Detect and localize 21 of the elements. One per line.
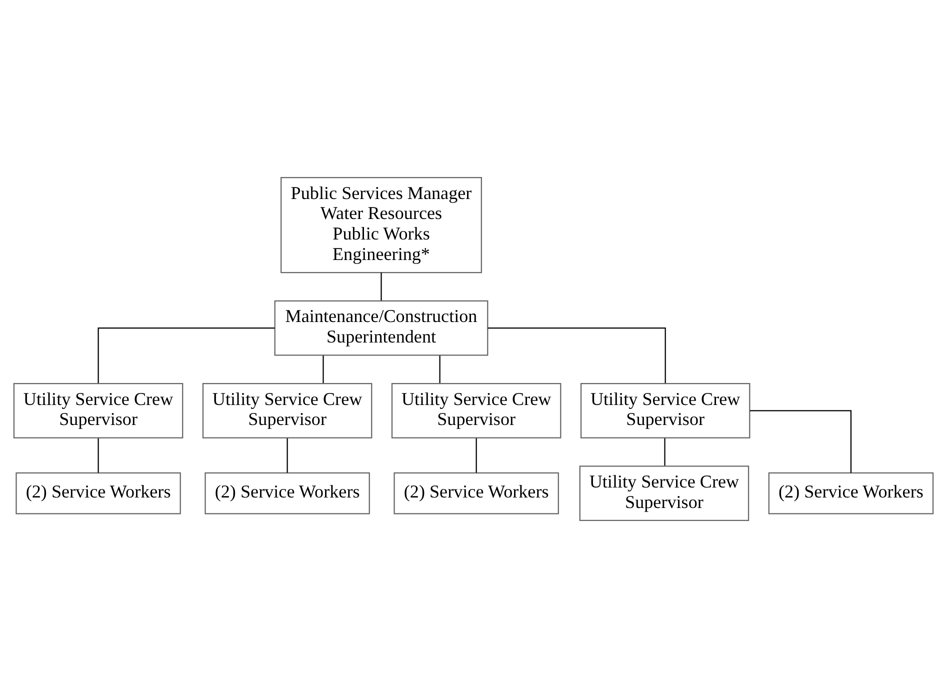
node-box: Utility Service Crew Supervisor xyxy=(580,382,750,438)
connector xyxy=(664,438,665,466)
node-box: Public Services Manager Water Resources Public Works Engineering* xyxy=(280,176,482,274)
node-box: Utility Service Crew Supervisor xyxy=(390,382,561,438)
node-box: (2) Service Workers xyxy=(393,472,558,514)
node-box: (2) Service Workers xyxy=(768,472,934,514)
node-box: (2) Service Workers xyxy=(15,472,180,514)
connector xyxy=(97,328,274,384)
connector xyxy=(97,438,98,473)
connector xyxy=(487,328,666,384)
connector xyxy=(286,438,288,473)
connector xyxy=(438,356,440,383)
node-box: Utility Service Crew Supervisor xyxy=(12,382,183,438)
node-box: (2) Service Workers xyxy=(204,472,370,514)
node-box: Utility Service Crew Supervisor xyxy=(202,382,372,438)
connector xyxy=(750,410,852,473)
connector xyxy=(322,356,324,383)
node-box: Maintenance/Construction Superintendent xyxy=(274,300,488,356)
connector xyxy=(475,438,476,473)
connector xyxy=(380,272,382,301)
node-box: Utility Service Crew Supervisor xyxy=(578,466,749,522)
